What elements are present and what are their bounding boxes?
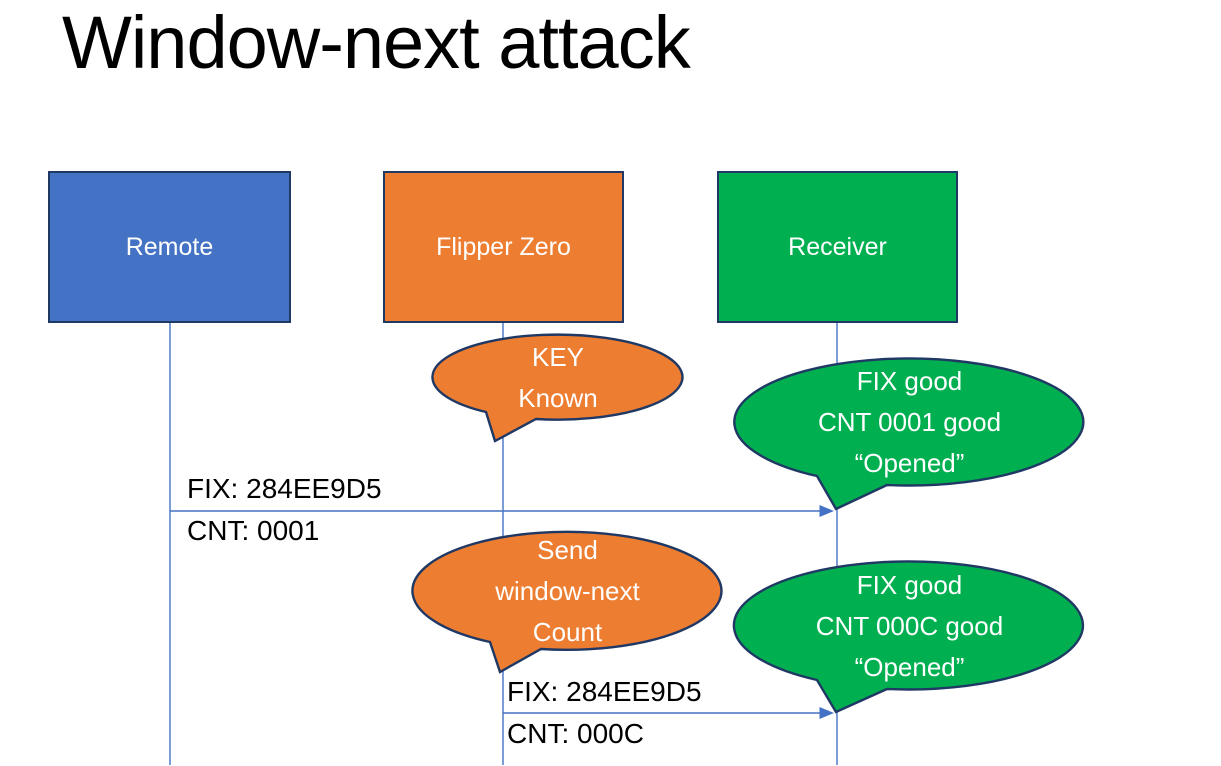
arrowhead-icon [819, 707, 834, 719]
actor-box-remote: Remote [48, 171, 291, 323]
callout-receiver-opened-2-balloon [732, 560, 1085, 714]
callout-receiver-opened-1-text: FIX good CNT 0001 good “Opened” [735, 359, 1084, 486]
callout-receiver-opened-2-text: FIX good CNT 000C good “Opened” [735, 562, 1084, 690]
actor-label-flipper-zero: Flipper Zero [436, 232, 571, 261]
callout-line: Count [532, 616, 603, 647]
callout-line: “Opened” [854, 651, 965, 682]
callout-line: window-next [495, 575, 640, 606]
actor-box-receiver: Receiver [717, 171, 958, 323]
callout-line: KEY [531, 342, 585, 372]
callout-line: FIX good [856, 366, 963, 396]
message-1-label-cnt: CNT: 0001 [187, 515, 320, 546]
message-1-label-fix: FIX: 284EE9D5 [187, 473, 382, 504]
callout-line: FIX good [856, 569, 963, 600]
callout-key-known-text: KEY Known [433, 336, 683, 420]
actor-box-flipper-zero: Flipper Zero [383, 171, 624, 323]
callout-line: CNT 0001 good [817, 407, 1002, 437]
message-2-label-fix: FIX: 284EE9D5 [507, 676, 702, 707]
callout-line: Known [518, 383, 598, 413]
callout-receiver-opened-1-balloon [733, 357, 1085, 511]
callout-line: Send [537, 534, 598, 565]
callout-key-known-balloon [431, 333, 684, 443]
actor-label-receiver: Receiver [788, 232, 887, 261]
callout-line: “Opened” [854, 448, 965, 478]
slide-title: Window-next attack [62, 1, 691, 84]
callout-send-window-next-text: Send window-next Count [413, 532, 722, 650]
callout-line: CNT 000C good [815, 610, 1004, 641]
actor-label-remote: Remote [125, 232, 214, 261]
arrowhead-icon [819, 505, 834, 517]
message-2-label-cnt: CNT: 000C [507, 718, 644, 749]
callout-send-window-next-balloon [411, 530, 723, 674]
